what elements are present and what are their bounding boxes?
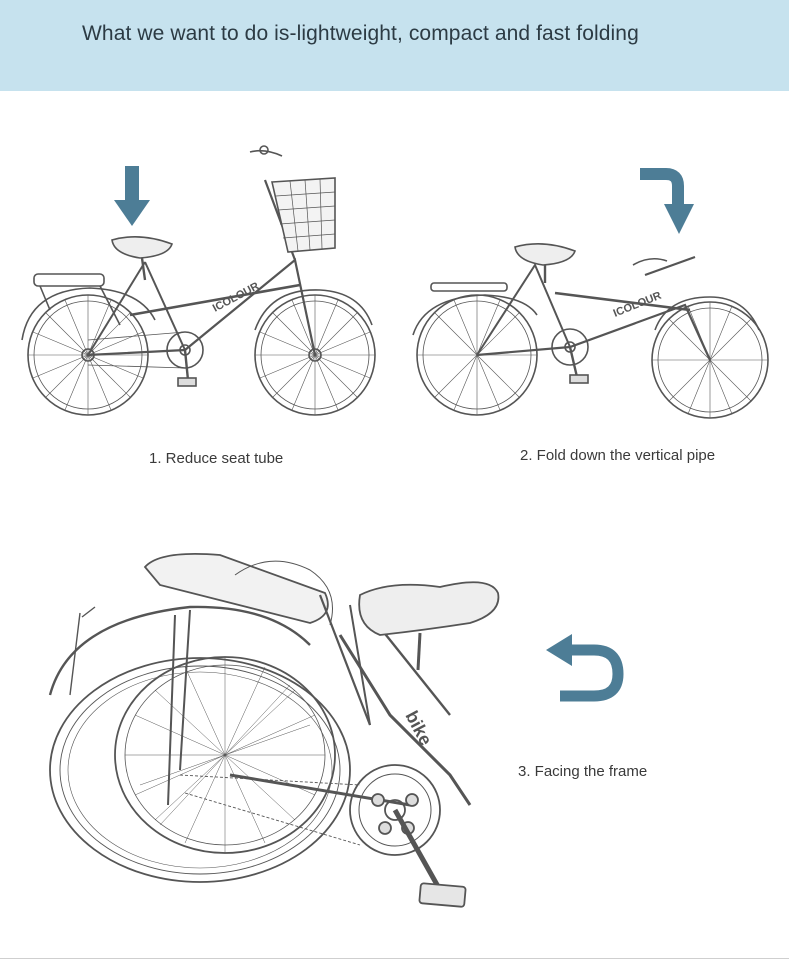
bike-illustration-unfolded: ICOLOUR: [10, 140, 385, 425]
page-title: What we want to do is-lightweight, compa…: [82, 22, 639, 46]
bottom-divider: [0, 958, 789, 959]
header-banner: What we want to do is-lightweight, compa…: [0, 0, 789, 91]
arrow-turn-down-icon: [638, 166, 700, 236]
bike-illustration-folded: bike: [40, 545, 510, 925]
arrow-u-turn-left-icon: [544, 634, 626, 704]
bike-brand-decal-3: bike: [401, 707, 436, 748]
bike-illustration-half-folded: ICOLOUR: [405, 235, 777, 425]
step-1-caption: 1. Reduce seat tube: [149, 450, 283, 467]
step-3-caption: 3. Facing the frame: [518, 763, 647, 780]
step-2-caption: 2. Fold down the vertical pipe: [520, 447, 715, 464]
